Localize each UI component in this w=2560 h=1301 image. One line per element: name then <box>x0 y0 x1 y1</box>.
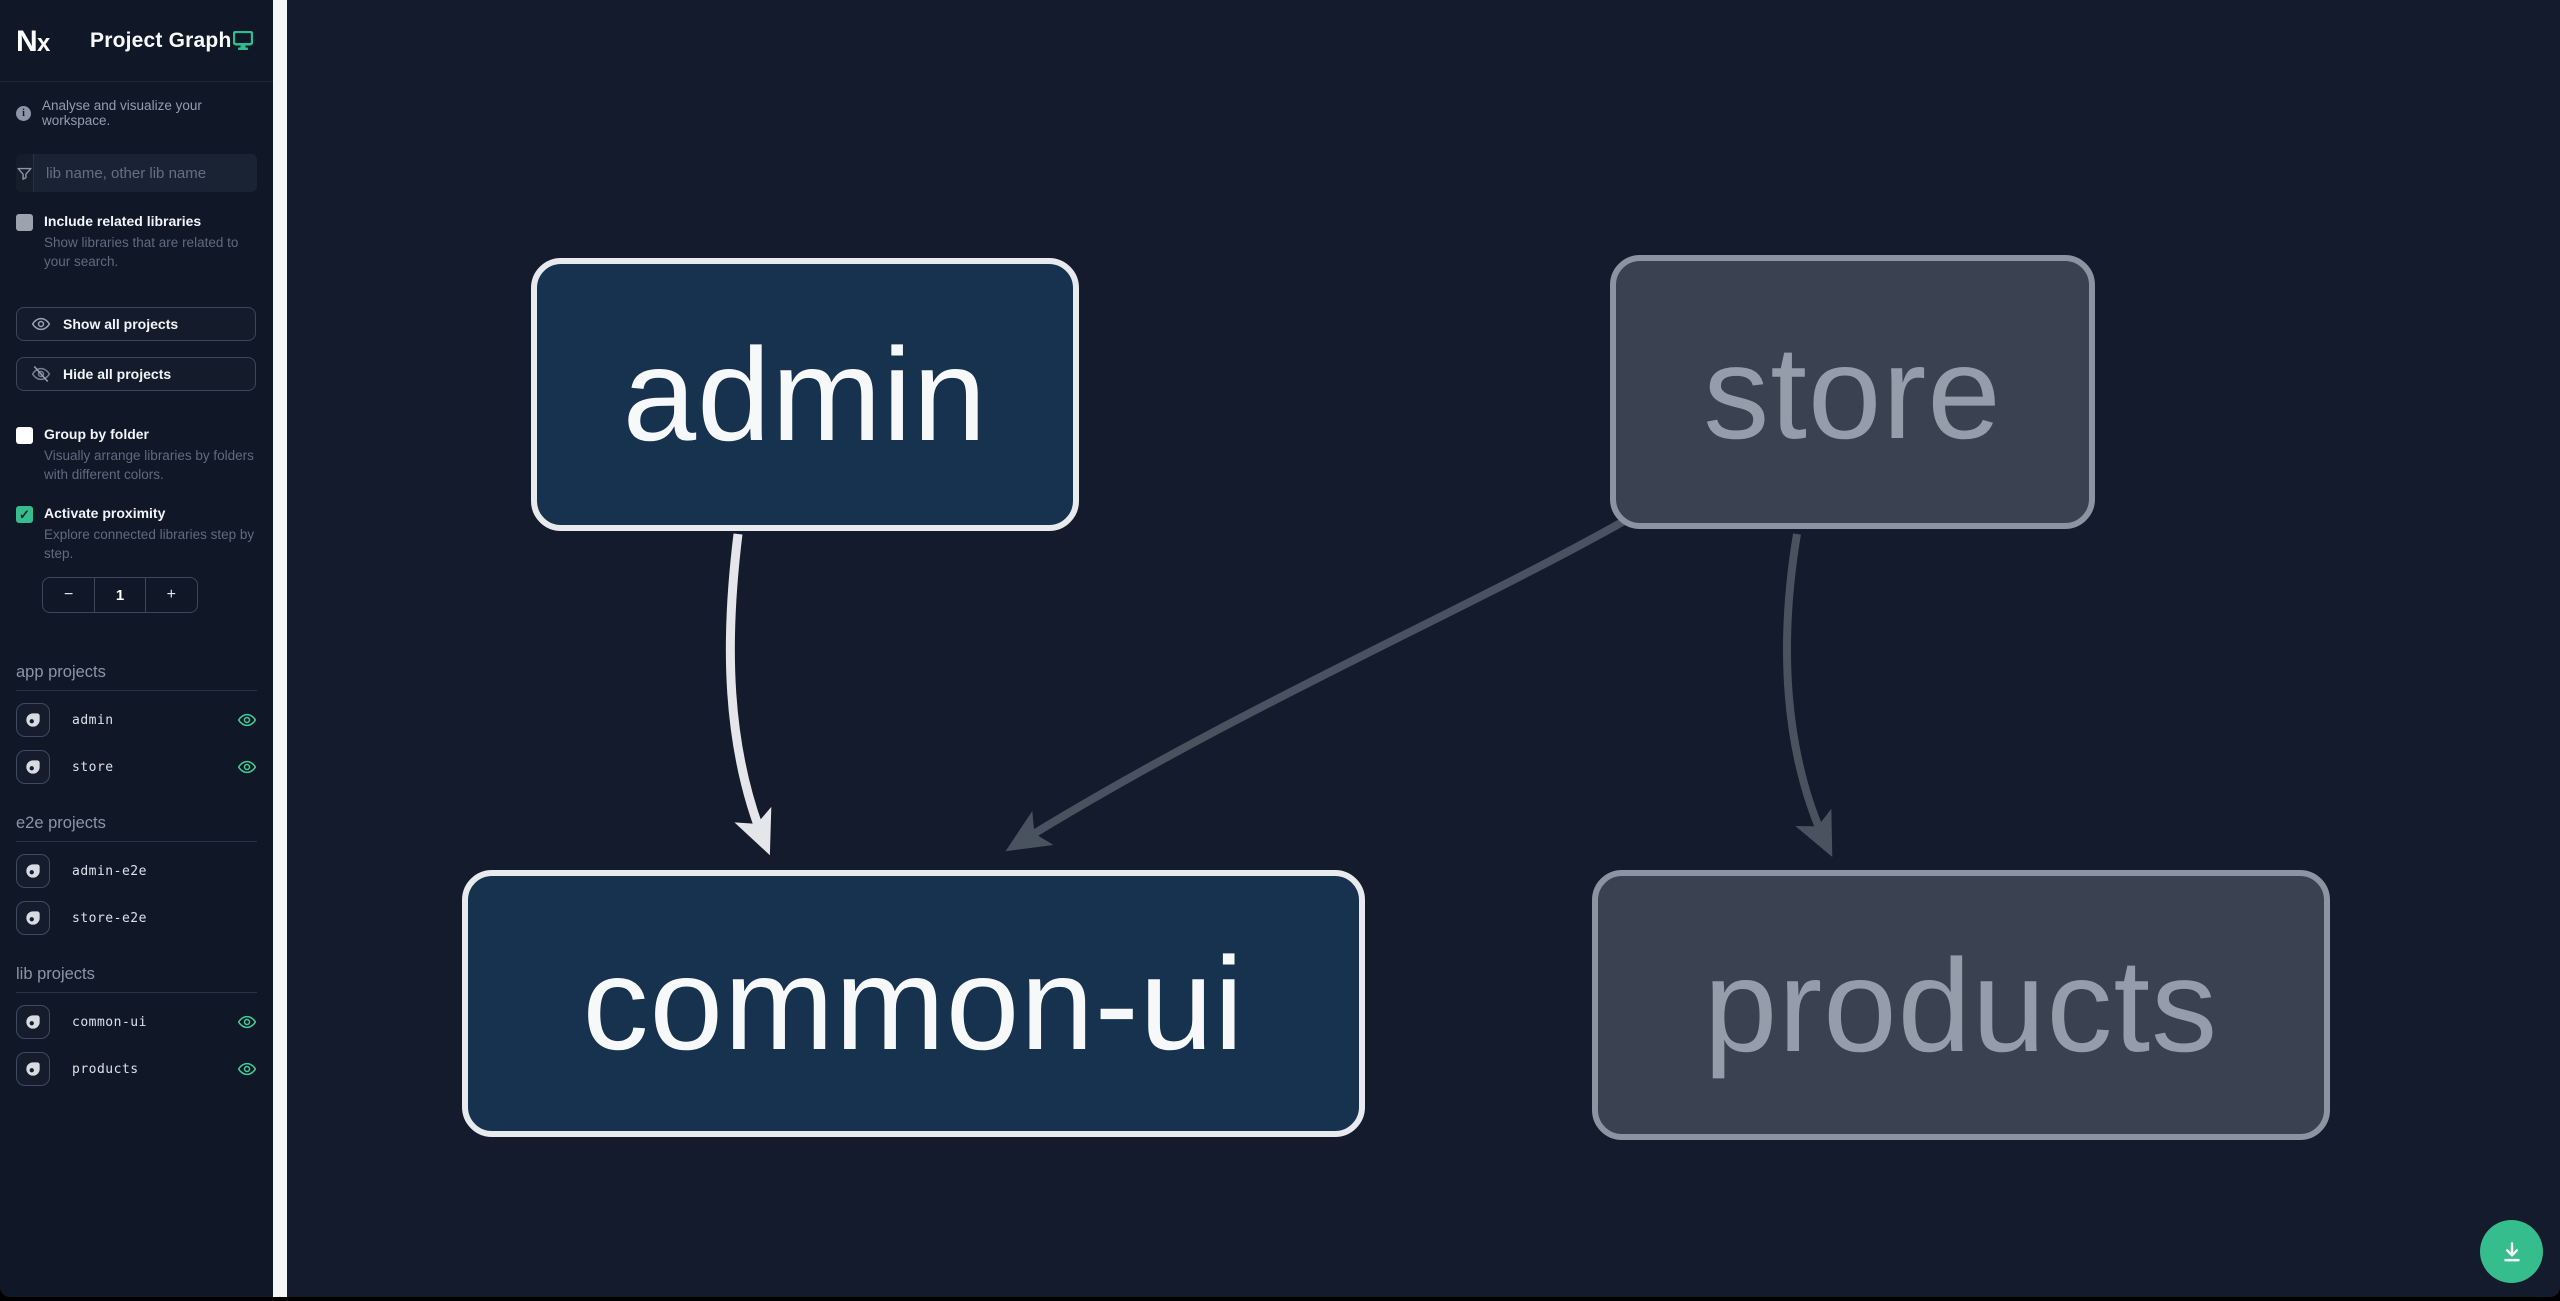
section-app-projects: app projects admin <box>16 663 257 784</box>
tagline-text: Analyse and visualize your workspace. <box>42 98 202 128</box>
project-name: store-e2e <box>72 910 147 926</box>
sidebar-header: N x Project Graph <box>0 0 273 82</box>
toggle-visibility-eye-icon[interactable] <box>237 1012 257 1032</box>
proximity-increment-button[interactable]: + <box>146 578 197 612</box>
focus-icon <box>26 1015 40 1029</box>
node-label: admin <box>622 321 988 468</box>
toggle-visibility-eye-icon[interactable] <box>237 710 257 730</box>
group-by-folder-label: Group by folder <box>44 426 149 442</box>
sidebar: N x Project Graph i Analyse and visualiz… <box>0 0 273 1297</box>
filter-icon <box>16 154 34 192</box>
proximity-stepper: − 1 + <box>42 577 198 613</box>
monitor-icon[interactable] <box>233 31 253 50</box>
node-common-ui[interactable]: common-ui <box>462 870 1365 1137</box>
hide-all-projects-button[interactable]: Hide all projects <box>16 357 256 391</box>
focus-icon <box>26 911 40 925</box>
graph-canvas[interactable]: admin store common-ui products <box>287 0 2560 1297</box>
sidebar-resize-handle[interactable] <box>273 0 287 1297</box>
project-row-store: store <box>16 750 257 784</box>
project-row-products: products <box>16 1052 257 1086</box>
search-box <box>16 154 257 192</box>
activate-proximity-label: Activate proximity <box>44 505 166 521</box>
include-related-checkbox[interactable] <box>16 214 33 231</box>
node-label: products <box>1703 931 2219 1079</box>
include-related-option[interactable]: Include related libraries Show libraries… <box>16 212 257 271</box>
project-row-store-e2e: store-e2e <box>16 901 257 935</box>
edge-admin-to-common-ui <box>725 533 772 856</box>
show-all-label: Show all projects <box>63 316 179 332</box>
project-row-common-ui: common-ui <box>16 1005 257 1039</box>
download-icon <box>2503 1241 2520 1261</box>
proximity-value: 1 <box>94 578 146 612</box>
nx-logo-icon: N x <box>16 24 62 58</box>
include-related-description: Show libraries that are related to your … <box>44 235 239 269</box>
node-label: store <box>1703 318 2002 466</box>
eye-icon <box>31 317 51 331</box>
project-name: common-ui <box>72 1014 147 1030</box>
focus-project-button[interactable] <box>16 703 50 737</box>
svg-text:N: N <box>16 25 38 58</box>
hide-all-label: Hide all projects <box>63 366 172 382</box>
focus-icon <box>26 713 40 727</box>
section-lib-projects: lib projects common-ui <box>16 965 257 1086</box>
project-name: products <box>72 1061 139 1077</box>
proximity-decrement-button[interactable]: − <box>43 578 94 612</box>
focus-project-button[interactable] <box>16 1005 50 1039</box>
focus-icon <box>26 1062 40 1076</box>
node-products[interactable]: products <box>1592 870 2330 1140</box>
show-all-projects-button[interactable]: Show all projects <box>16 307 256 341</box>
edge-store-to-products <box>1783 533 1833 858</box>
activate-proximity-checkbox[interactable]: ✓ <box>16 506 33 523</box>
group-by-folder-option[interactable]: Group by folder Visually arrange librari… <box>16 425 257 484</box>
workspace-tagline: i Analyse and visualize your workspace. <box>16 98 257 128</box>
node-label: common-ui <box>582 930 1245 1077</box>
activate-proximity-description: Explore connected libraries step by step… <box>44 527 255 561</box>
focus-project-button[interactable] <box>16 901 50 935</box>
node-admin[interactable]: admin <box>531 258 1079 531</box>
project-row-admin: admin <box>16 703 257 737</box>
svg-text:x: x <box>37 30 51 57</box>
include-related-label: Include related libraries <box>44 213 202 229</box>
activate-proximity-option[interactable]: ✓ Activate proximity Explore connected l… <box>16 504 257 563</box>
focus-icon <box>26 864 40 878</box>
focus-project-button[interactable] <box>16 750 50 784</box>
group-by-folder-description: Visually arrange libraries by folders wi… <box>44 448 254 482</box>
edge-store-to-common-ui <box>1005 508 1642 852</box>
search-input[interactable] <box>34 154 257 192</box>
group-by-folder-checkbox[interactable] <box>16 427 33 444</box>
focus-project-button[interactable] <box>16 854 50 888</box>
eye-off-icon <box>31 366 51 382</box>
project-name: admin-e2e <box>72 863 147 879</box>
section-e2e-projects: e2e projects admin-e2e store-e2 <box>16 814 257 935</box>
section-title: app projects <box>16 663 257 691</box>
page-title: Project Graph <box>90 28 232 52</box>
focus-project-button[interactable] <box>16 1052 50 1086</box>
project-row-admin-e2e: admin-e2e <box>16 854 257 888</box>
toggle-visibility-eye-icon[interactable] <box>237 757 257 777</box>
project-name: store <box>72 759 114 775</box>
section-title: lib projects <box>16 965 257 993</box>
dependency-edges <box>725 508 1833 858</box>
toggle-visibility-eye-icon[interactable] <box>237 1059 257 1079</box>
node-store[interactable]: store <box>1610 255 2095 529</box>
download-image-button[interactable] <box>2480 1220 2543 1283</box>
info-icon: i <box>16 105 31 121</box>
project-name: admin <box>72 712 114 728</box>
focus-icon <box>26 760 40 774</box>
section-title: e2e projects <box>16 814 257 842</box>
